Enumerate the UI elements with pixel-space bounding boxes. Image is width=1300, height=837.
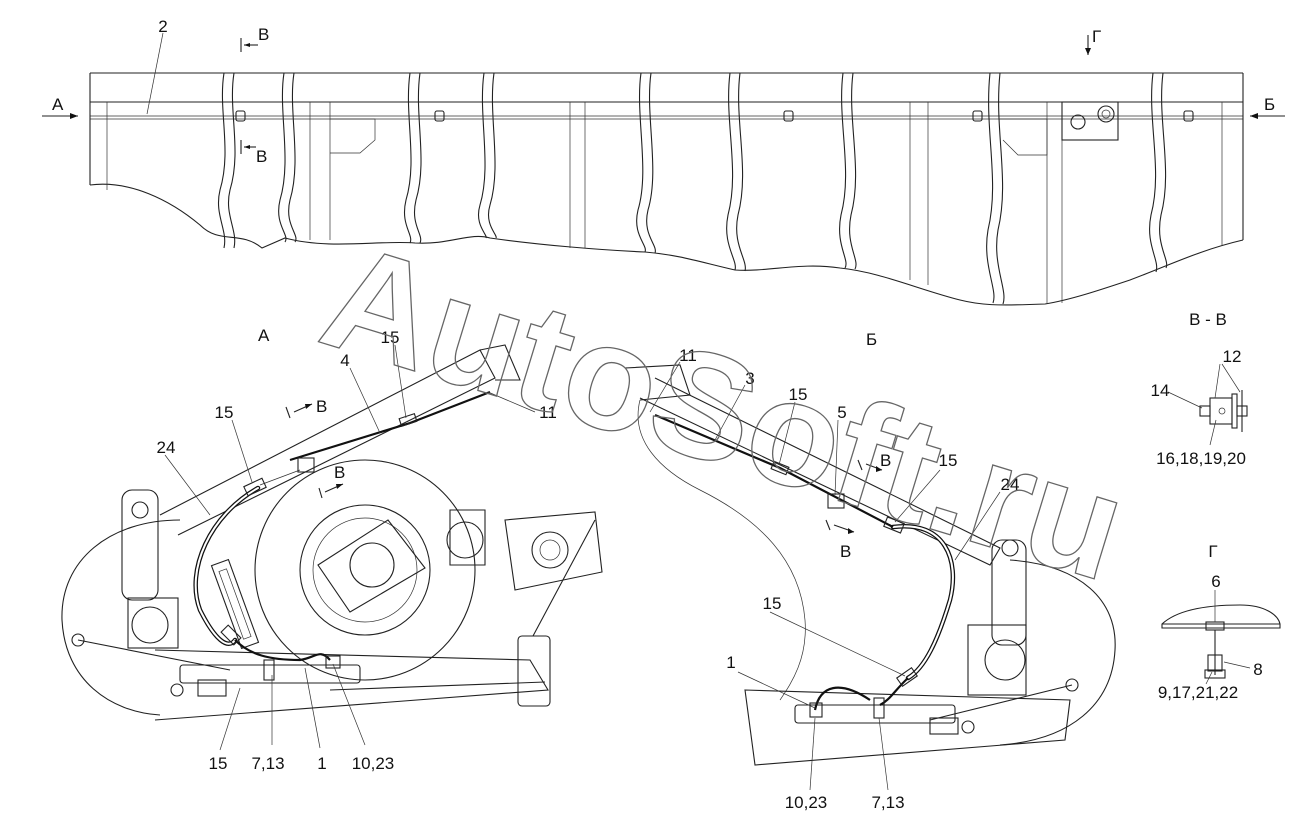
section-mark-v-top: В — [258, 25, 269, 44]
section-mark-v-b1: В — [880, 451, 891, 470]
labels: 2 В В Г А Б А Б В - В Г 15 4 11 В В 15 2… — [52, 17, 1275, 812]
view-b-assembly — [624, 361, 1116, 791]
view-g-title: Г — [1208, 542, 1217, 561]
view-arrow-b-label: Б — [1264, 95, 1275, 114]
callout-vv-14: 14 — [1151, 381, 1170, 400]
callout-b-15-top: 15 — [789, 385, 808, 404]
header-assembly-view — [42, 32, 1285, 306]
callout-b-15-right: 15 — [939, 451, 958, 470]
watermark-text: AutoSoft.ru — [306, 211, 1144, 613]
view-b-title: Б — [866, 330, 877, 349]
callout-b-3: 3 — [745, 369, 754, 388]
callout-vv-16-18-19-20: 16,18,19,20 — [1156, 449, 1246, 468]
callout-a-1: 1 — [317, 754, 326, 773]
callout-g-6: 6 — [1211, 572, 1220, 591]
callout-g-8: 8 — [1253, 660, 1262, 679]
callout-a-24: 24 — [157, 438, 176, 457]
callout-b-11: 11 — [679, 346, 697, 365]
callout-a-4: 4 — [340, 351, 349, 370]
view-g-detail — [1161, 590, 1281, 685]
callout-a-15-top: 15 — [381, 328, 400, 347]
callout-b-5: 5 — [837, 403, 846, 422]
view-a-title: А — [258, 326, 270, 345]
callout-a-11: 11 — [539, 403, 557, 422]
section-mark-v-b2: В — [840, 542, 851, 561]
callout-a-7-13: 7,13 — [251, 754, 284, 773]
callout-vv-12: 12 — [1223, 347, 1242, 366]
callout-a-15-bottom: 15 — [209, 754, 228, 773]
section-mark-v-a1: В — [316, 397, 327, 416]
view-arrow-a-label: А — [52, 95, 64, 114]
callout-b-7-13: 7,13 — [871, 793, 904, 812]
callout-g-9-17-21-22: 9,17,21,22 — [1158, 683, 1238, 702]
section-vv-detail — [1167, 363, 1248, 446]
section-mark-v-a2: В — [334, 463, 345, 482]
callout-b-15-mid: 15 — [763, 594, 782, 613]
view-mark-g: Г — [1092, 27, 1101, 46]
callout-b-24: 24 — [1001, 475, 1020, 494]
callout-a-10-23: 10,23 — [352, 754, 395, 773]
callout-b-10-23: 10,23 — [785, 793, 828, 812]
callout-2: 2 — [158, 17, 167, 36]
view-a-assembly — [61, 344, 603, 751]
section-vv-title: В - В — [1189, 310, 1227, 329]
callout-b-1: 1 — [726, 653, 735, 672]
callout-a-15-left: 15 — [215, 403, 234, 422]
section-mark-v-bottom: В — [256, 147, 267, 166]
